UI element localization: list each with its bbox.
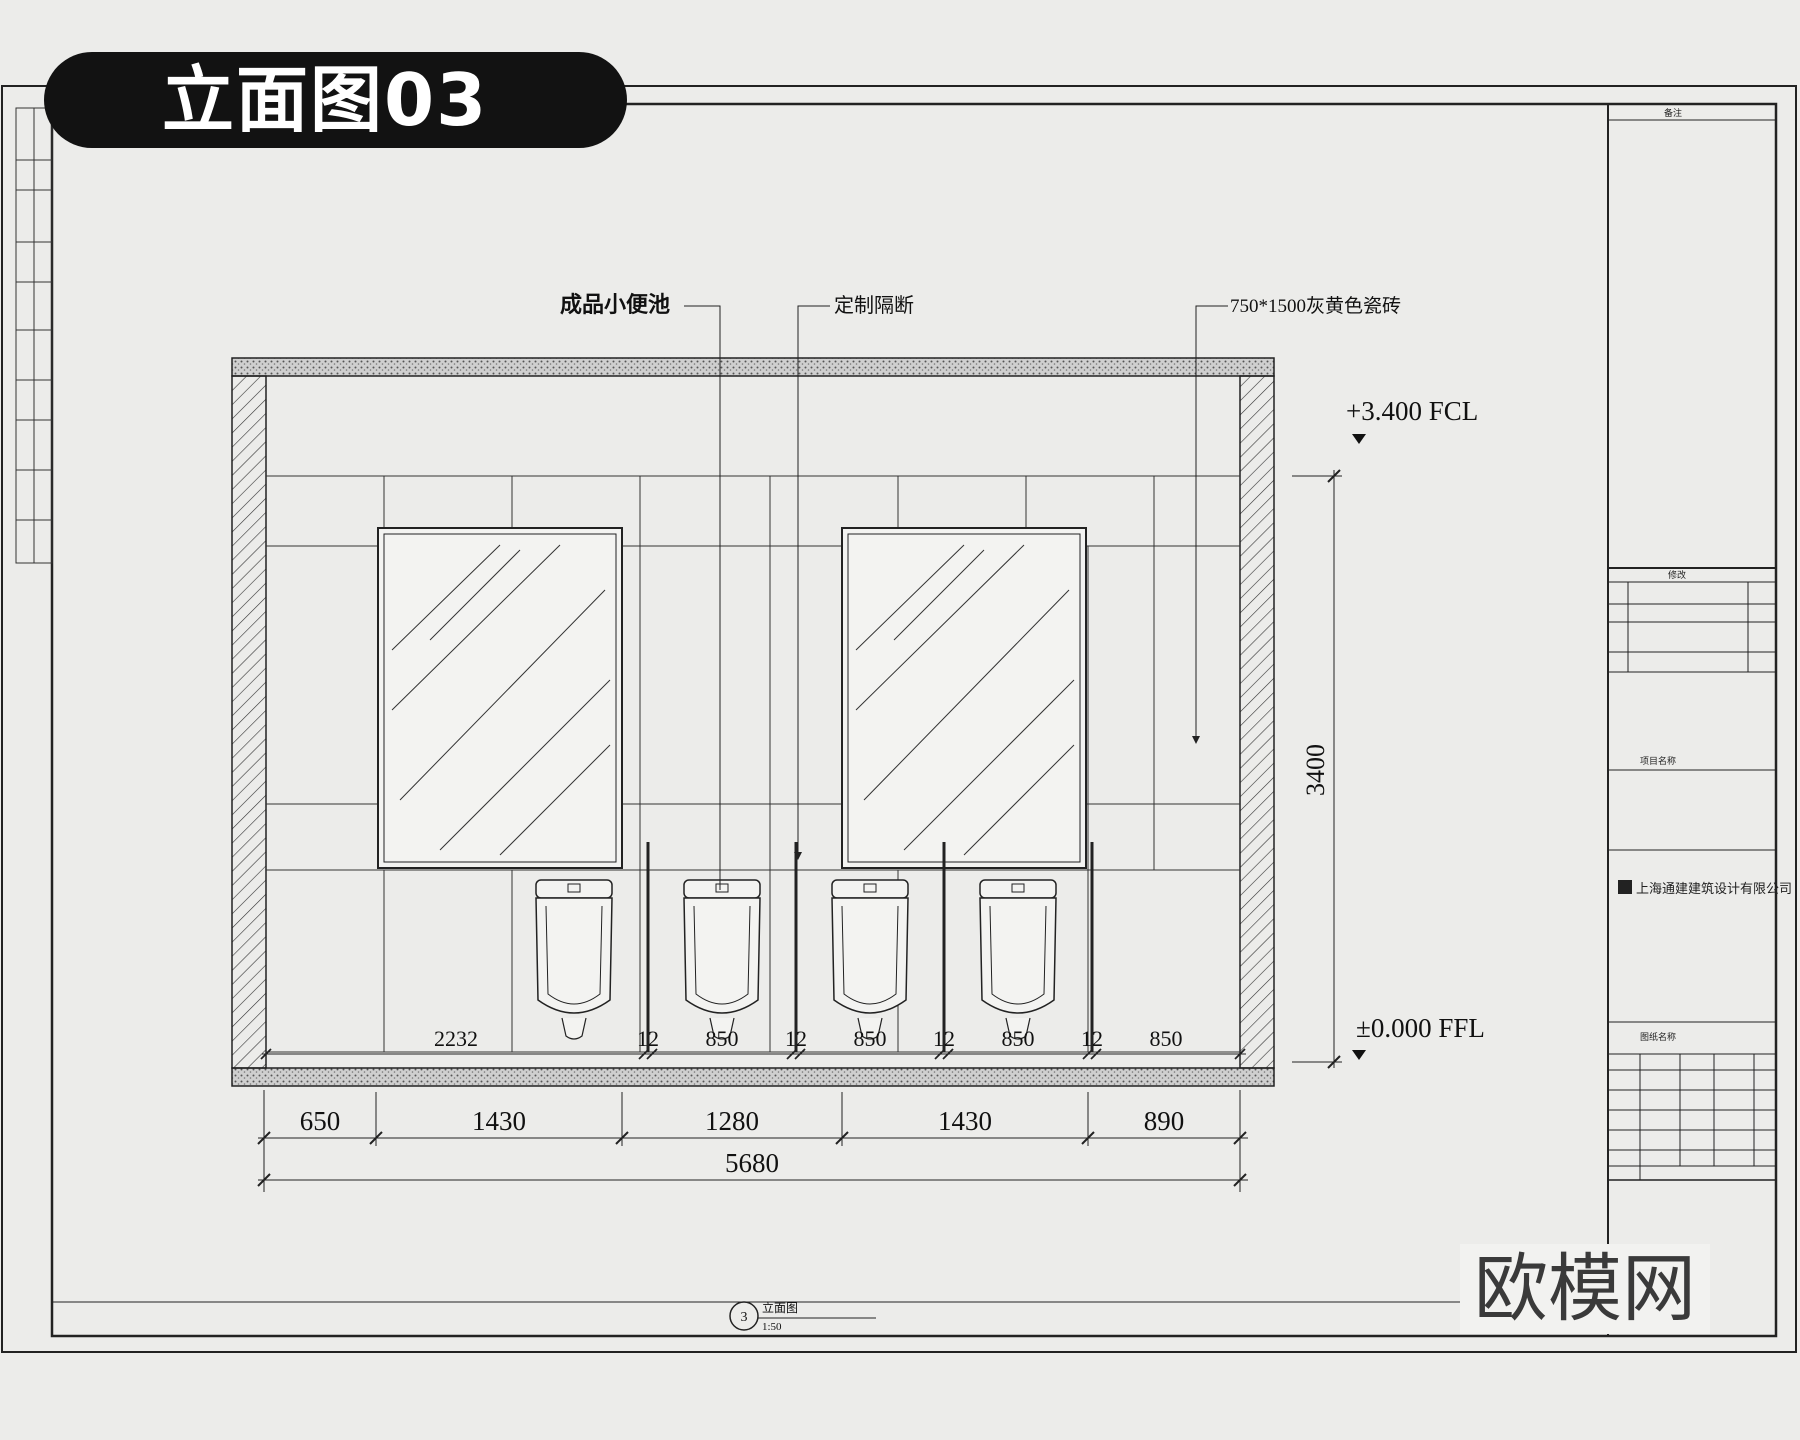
floor-dimension-tick: [942, 1048, 954, 1060]
floor-dimension-tick: [260, 1048, 272, 1060]
bottom-dimension-row: 650 1430 1280 1430 890: [257, 1092, 1248, 1146]
tb-notes: 备注: [1664, 107, 1682, 118]
floor-dimension-tick: [934, 1048, 946, 1060]
floor-dimension-tick: [786, 1048, 798, 1060]
tb-company: 上海通建建筑设计有限公司: [1636, 881, 1792, 896]
ceiling-slab: [231, 357, 1275, 377]
total-dimension-text: 5680: [725, 1148, 779, 1178]
level-bottom: ±0.000 FFL: [1352, 1013, 1485, 1060]
inner-border: [50, 102, 1778, 1338]
left-wall: [231, 375, 267, 1069]
urinal-1: [535, 879, 613, 1040]
floor-dimension-label: 850: [854, 1026, 887, 1051]
bottom-dimension-label: 650: [300, 1106, 341, 1136]
outer-border: [1, 85, 1797, 1353]
floor-dimension-tick: [1090, 1048, 1102, 1060]
floor-dimension-label: 850: [1150, 1026, 1183, 1051]
urinal-2: [683, 879, 761, 1040]
mirror-right: [841, 527, 1087, 869]
bottom-dimension-label: 1280: [705, 1106, 759, 1136]
left-binding-strip: [15, 107, 53, 564]
floor-dimension-label: 12: [933, 1026, 955, 1051]
drawing-label-scale: 1:50: [762, 1321, 782, 1333]
partitions: [646, 842, 1094, 1052]
floor-dimension-tick: [794, 1048, 806, 1060]
bottom-dimension-tick: [835, 1131, 849, 1145]
floor-dimension-label: 12: [1081, 1026, 1103, 1051]
floor-dimension-label: 12: [637, 1026, 659, 1051]
annotation-leaders: [684, 305, 1228, 890]
drawing-label-number: 3: [741, 1310, 748, 1325]
bottom-dimension-tick: [369, 1131, 383, 1145]
urinal-group: [535, 879, 1057, 1040]
floor-dimension-label: 12: [785, 1026, 807, 1051]
watermark-brand: 欧模网: [1460, 1244, 1710, 1334]
level-bottom-text: ±0.000 FFL: [1356, 1013, 1485, 1043]
floor-dimension-tick: [1082, 1048, 1094, 1060]
mirror-left: [377, 527, 623, 869]
label-urinal: 成品小便池: [560, 292, 670, 317]
floor-dimension-tick: [1234, 1048, 1246, 1060]
floor-dimension-tick: [638, 1048, 650, 1060]
bottom-dimension-tick: [1081, 1131, 1095, 1145]
floor-slab: [231, 1067, 1275, 1087]
urinal-4: [979, 879, 1057, 1040]
tb-drawing: 图纸名称: [1640, 1031, 1676, 1042]
bottom-dimension-label: 890: [1144, 1106, 1185, 1136]
urinal-3: [831, 879, 909, 1040]
tb-revision: 修改: [1668, 569, 1686, 580]
level-top-text: +3.400 FCL: [1346, 396, 1478, 426]
floor-dimension-label: 2232: [434, 1026, 478, 1051]
drawing-label-name: 立面图: [762, 1300, 798, 1315]
bottom-dimension-tick: [615, 1131, 629, 1145]
title-badge-text: 立面图03: [162, 58, 489, 142]
level-top: +3.400 FCL: [1346, 396, 1478, 444]
title-block: [1607, 104, 1776, 1336]
floor-dimension-label: 850: [1002, 1026, 1035, 1051]
label-tile: 750*1500灰黄色瓷砖: [1230, 295, 1401, 317]
company-logo: 上海通建建筑设计有限公司: [1618, 880, 1792, 896]
floor-dimension-label: 850: [706, 1026, 739, 1051]
height-dimension-text: 3400: [1301, 744, 1330, 796]
floor-dimension-row: 2232 12 850 12 850 12 850 12 850: [260, 1026, 1246, 1060]
right-wall: [1239, 375, 1275, 1069]
title-badge: 立面图03: [44, 52, 627, 148]
floor-dimension-tick: [646, 1048, 658, 1060]
height-dimension: [1292, 469, 1342, 1069]
label-partition: 定制隔断: [834, 294, 914, 317]
bottom-dimension-label: 1430: [472, 1106, 526, 1136]
bottom-dimension-label: 1430: [938, 1106, 992, 1136]
total-dimension: [257, 1090, 1248, 1192]
drawing-label: 3 立面图 1:50: [729, 1300, 876, 1333]
tb-project: 项目名称: [1640, 755, 1676, 766]
title-block-text: 备注 修改 项目名称 图纸名称: [1640, 107, 1686, 1042]
